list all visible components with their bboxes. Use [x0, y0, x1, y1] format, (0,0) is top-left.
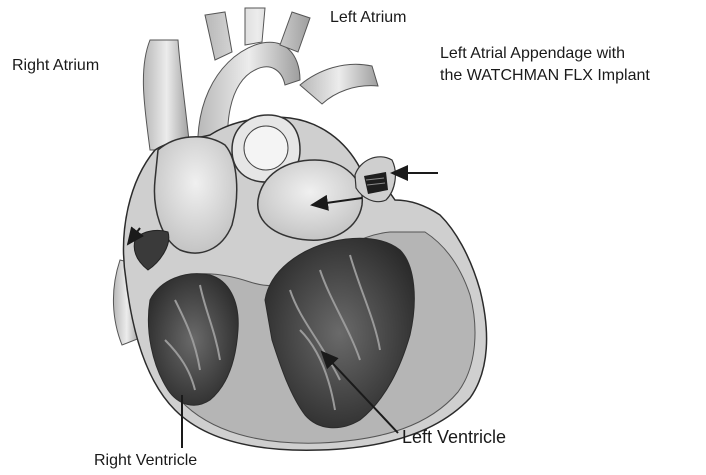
left-atrium-label: Left Atrium	[330, 8, 406, 28]
appendage-label-line2: the WATCHMAN FLX Implant	[440, 66, 650, 86]
superior-vena-cava	[143, 40, 190, 150]
right-ventricle-label: Right Ventricle	[94, 451, 197, 471]
left-ventricle-label: Left Ventricle	[402, 427, 506, 447]
pulmonary-trunk	[300, 64, 378, 104]
appendage-label-line1: Left Atrial Appendage with	[440, 44, 625, 64]
aortic-lumen	[244, 126, 288, 170]
right-atrium-label: Right Atrium	[12, 56, 99, 76]
